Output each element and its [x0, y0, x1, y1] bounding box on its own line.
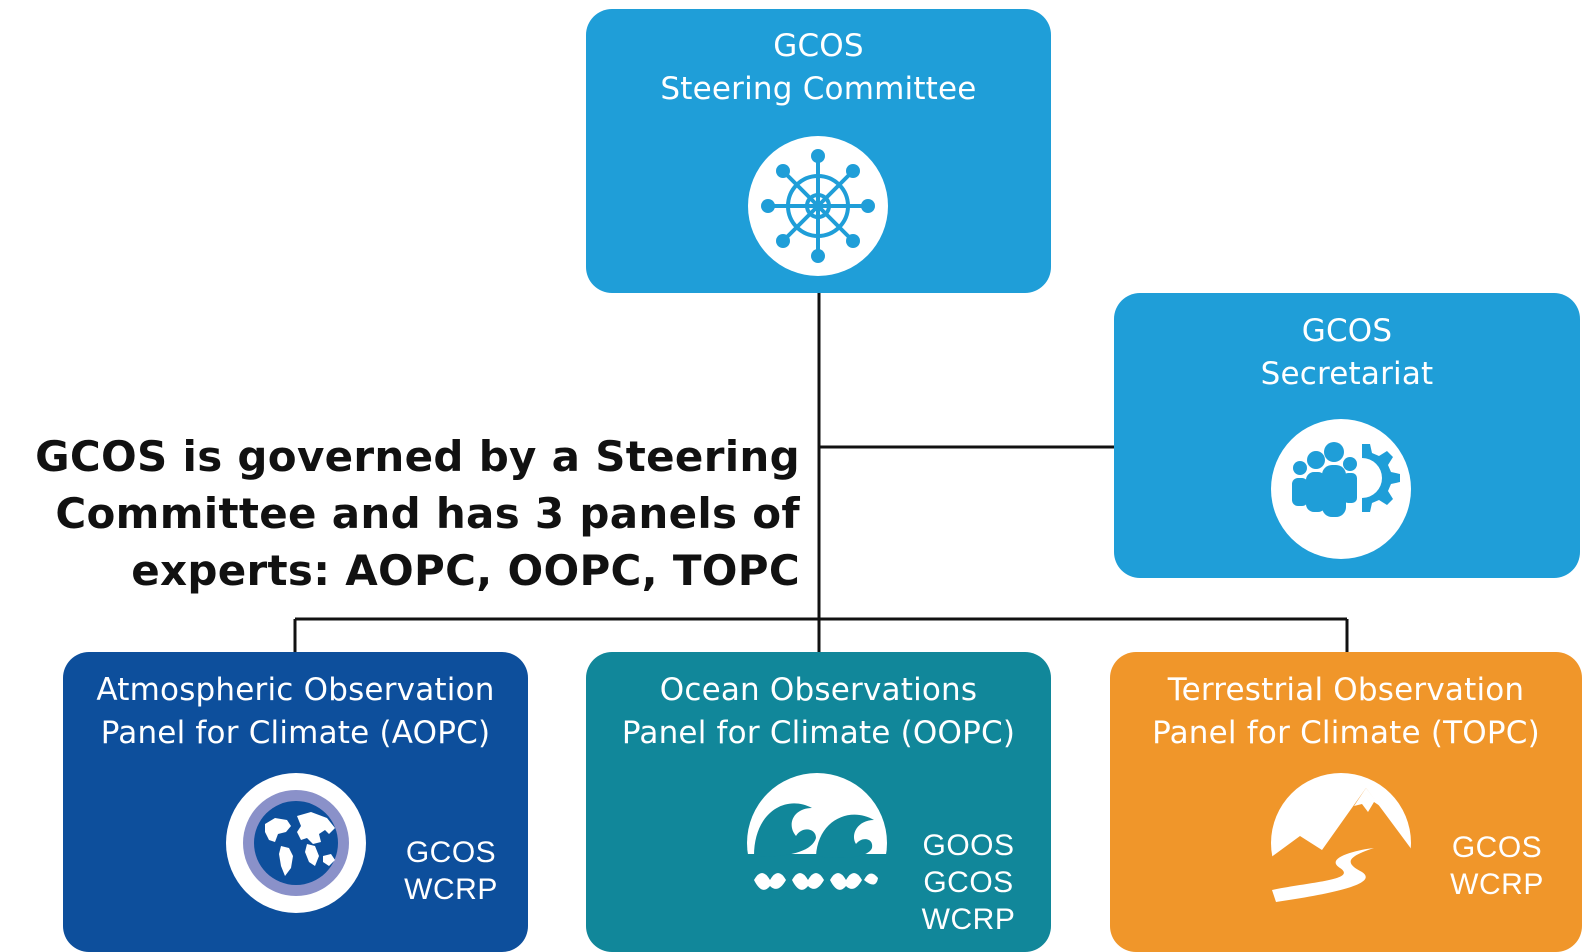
aopc-affiliations: GCOS WCRP	[381, 834, 521, 908]
steering-committee-title: GCOS Steering Committee	[586, 25, 1051, 111]
aopc-affiliation-1: GCOS	[405, 836, 497, 869]
topc-affiliation-2: WCRP	[1450, 868, 1544, 901]
headline-line-3: experts: AOPC, OOPC, TOPC	[131, 546, 800, 595]
people-gear-icon	[1271, 419, 1411, 559]
headline-line-1: GCOS is governed by a Steering	[35, 432, 800, 481]
waves-icon	[746, 773, 888, 914]
topc-affiliation-1: GCOS	[1451, 831, 1543, 864]
oopc-panel-box[interactable]: Ocean Observations Panel for Climate (OO…	[586, 652, 1051, 952]
oopc-title-line-2: Panel for Climate (OOPC)	[621, 715, 1016, 751]
oopc-affiliation-2: GCOS	[923, 866, 1014, 899]
secretariat-title-line-2: Secretariat	[1260, 356, 1434, 392]
headline: GCOS is governed by a Steering Committee…	[0, 428, 800, 599]
oopc-affiliation-3: WCRP	[921, 903, 1016, 936]
oopc-title-line-1: Ocean Observations	[659, 672, 978, 708]
mountain-river-icon	[1270, 773, 1412, 914]
topc-affiliations: GCOS WCRP	[1432, 829, 1562, 903]
oopc-affiliation-1: GOOS	[922, 829, 1015, 862]
aopc-panel-box[interactable]: Atmospheric Observation Panel for Climat…	[63, 652, 528, 952]
steering-committee-title-line-1: GCOS	[773, 28, 864, 64]
secretariat-box[interactable]: GCOS Secretariat	[1114, 293, 1580, 578]
topc-title-line-1: Terrestrial Observation	[1167, 672, 1525, 708]
aopc-title-line-2: Panel for Climate (AOPC)	[100, 715, 491, 751]
aopc-affiliation-2: WCRP	[404, 873, 498, 906]
aopc-panel-title: Atmospheric Observation Panel for Climat…	[63, 669, 528, 755]
secretariat-title: GCOS Secretariat	[1114, 310, 1580, 396]
secretariat-title-line-1: GCOS	[1301, 313, 1393, 349]
topc-title-line-2: Panel for Climate (TOPC)	[1152, 715, 1540, 751]
oopc-panel-title: Ocean Observations Panel for Climate (OO…	[586, 669, 1051, 755]
aopc-title-line-1: Atmospheric Observation	[96, 672, 495, 708]
ship-wheel-icon	[748, 136, 888, 276]
steering-committee-box[interactable]: GCOS Steering Committee	[586, 9, 1051, 293]
oopc-affiliations: GOOS GCOS WCRP	[906, 827, 1031, 938]
topc-panel-title: Terrestrial Observation Panel for Climat…	[1110, 669, 1582, 755]
globe-icon	[226, 773, 366, 913]
headline-line-2: Committee and has 3 panels of	[55, 489, 800, 538]
topc-panel-box[interactable]: Terrestrial Observation Panel for Climat…	[1110, 652, 1582, 952]
steering-committee-title-line-2: Steering Committee	[660, 71, 977, 107]
